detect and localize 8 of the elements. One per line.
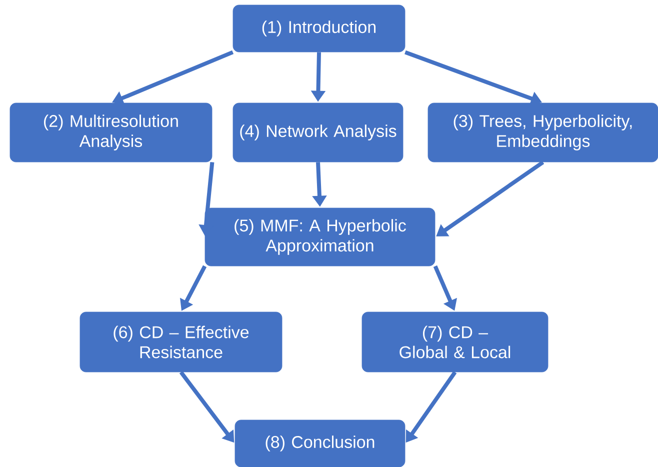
process-box: (3) Trees, Hyperbolicity, Embeddings <box>428 102 658 162</box>
process-box: (7) CD – Global & Local <box>362 312 548 372</box>
process-box: (2) Multiresolution Analysis <box>10 102 212 162</box>
process-box: (6) CD – Effective Resistance <box>80 312 282 372</box>
process-box: (1) Introduction <box>232 4 406 52</box>
process-box: (4) Network Analysis <box>232 102 404 162</box>
process-box: (8) Conclusion <box>234 420 406 467</box>
process-box: (5) MMF: A Hyperbolic Approximation <box>204 208 436 266</box>
